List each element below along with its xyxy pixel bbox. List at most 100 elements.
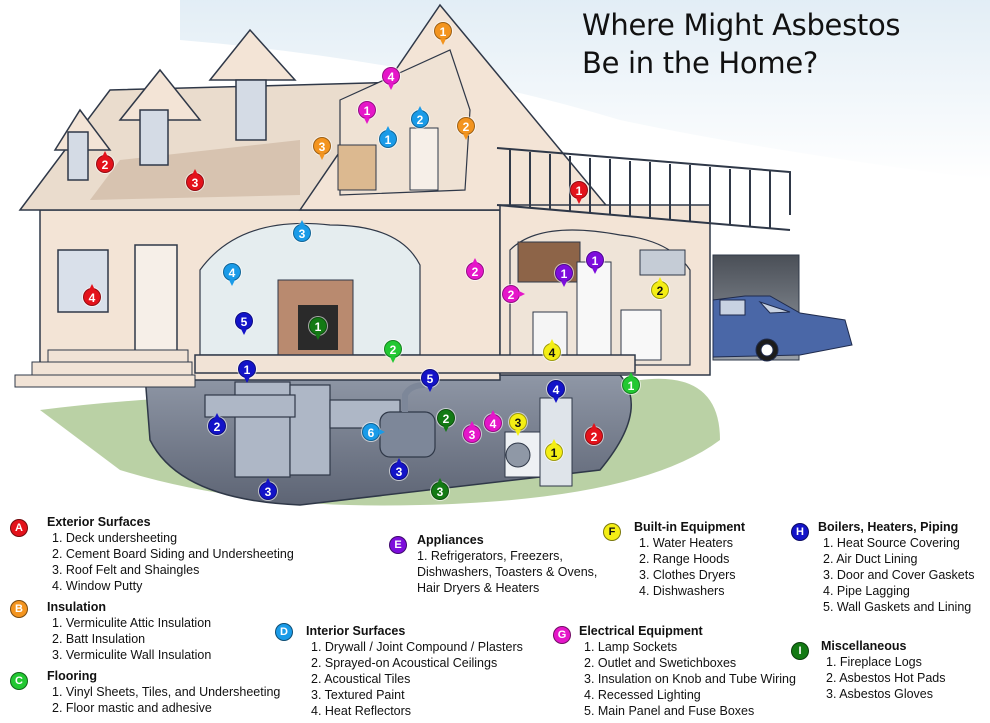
marker-f1-water-heater[interactable]: 1 [545,439,563,461]
legend-item: 1. Drywall / Joint Compound / Plasters [311,640,523,654]
marker-d4-wall[interactable]: 4 [223,263,241,286]
legend-item: 1. Refrigerators, Freezers, [417,549,563,563]
stove [620,309,662,361]
legend-item: 2. Asbestos Hot Pads [826,671,946,685]
legend-item: 4. Dishwashers [639,584,725,598]
front-window [57,249,109,313]
legend-item: 3. Vermiculite Wall Insulation [52,648,212,662]
legend-heading: Appliances [417,533,484,547]
marker-i3-gloves[interactable]: 3 [431,478,449,500]
legend-item: 3. Asbestos Gloves [826,687,934,701]
legend-group-f: F Built-in Equipment 1. Water Heaters 2.… [603,519,745,599]
marker-h5-boiler-pipe[interactable]: 5 [421,369,439,392]
legend-item: 1. Fireplace Logs [826,655,922,669]
marker-d3-ceiling[interactable]: 3 [293,220,311,242]
category-badge-c: C [10,672,28,690]
category-badge-f: F [603,523,621,541]
marker-g1-lamp[interactable]: 1 [358,101,376,124]
marker-g4-ceiling-light[interactable]: 4 [382,67,400,90]
legend-item: 4. Recessed Lighting [584,688,701,702]
marker-h2-duct-lining[interactable]: 2 [208,413,226,435]
range-hood [639,249,686,276]
marker-g3-wiring[interactable]: 3 [463,421,481,443]
legend-group-b: B Insulation 1. Vermiculite Attic Insula… [10,599,211,663]
legend-heading: Flooring [47,669,97,683]
marker-h5-wall-heater[interactable]: 5 [235,312,253,335]
marker-b2-wall-cavity[interactable]: 2 [457,117,475,140]
marker-a4-window[interactable]: 4 [83,284,101,306]
legend-item: 2. Sprayed-on Acoustical Ceilings [311,656,498,670]
legend-item: 2. Cement Board Siding and Undersheeting [52,547,294,561]
category-badge-a: A [10,519,28,537]
category-badge-b: B [10,600,28,618]
marker-h3-furnace-door[interactable]: 3 [259,478,277,500]
legend-item: 2. Air Duct Lining [823,552,918,566]
front-steps [14,349,196,388]
legend-item: 5. Main Panel and Fuse Boxes [584,704,755,718]
marker-g4-basement-light[interactable]: 4 [484,410,502,432]
legend-item: Hair Dryers & Heaters [417,581,540,595]
category-badge-d: D [275,623,293,641]
marker-f3-dryer[interactable]: 3 [509,413,527,436]
title-line-2: Be in the Home? [582,46,818,80]
legend-item: 1. Deck undersheeting [52,531,178,545]
car [712,295,853,362]
marker-a2-foundation[interactable]: 2 [585,423,603,445]
upper-cabinets [517,241,581,283]
furnace-ducts [204,381,401,478]
marker-b1-attic[interactable]: 1 [434,22,452,45]
legend-group-g: G Electrical Equipment 1. Lamp Sockets 2… [553,623,796,719]
legend-group-a: A Exterior Surfaces 1. Deck undersheetin… [10,514,294,594]
marker-f2-range-hood[interactable]: 2 [651,277,669,299]
marker-g2-outlet[interactable]: 2 [502,285,525,303]
legend-heading: Boilers, Heaters, Piping [818,520,959,534]
marker-a2-siding[interactable]: 2 [96,151,114,173]
marker-d2-ceiling[interactable]: 2 [411,106,429,128]
category-badge-g: G [553,626,571,644]
marker-a1-deck[interactable]: 1 [570,181,588,204]
marker-d1-wall[interactable]: 1 [379,126,397,148]
legend-item: 2. Batt Insulation [52,632,146,646]
legend-item: 2. Acoustical Tiles [311,672,411,686]
house-illustration: Where Might Asbestos Be in the Home? 1 4… [14,0,990,506]
legend-item: 4. Window Putty [52,579,143,593]
category-badge-h: H [791,523,809,541]
dryer-door [505,442,531,468]
marker-i1-fireplace[interactable]: 1 [309,317,327,340]
page-title: Where Might Asbestos Be in the Home? [582,6,982,82]
legend-group-i: I Miscellaneous 1. Fireplace Logs 2. Asb… [791,638,946,702]
category-badge-e: E [389,536,407,554]
legend-item: 1. Vinyl Sheets, Tiles, and Undersheetin… [52,685,281,699]
marker-c1-kitchen-floor[interactable]: 1 [622,372,640,394]
legend-heading: Built-in Equipment [634,520,746,534]
dresser [337,144,377,191]
legend-item: 1. Heat Source Covering [823,536,960,550]
marker-f4-dishwasher[interactable]: 4 [543,339,561,361]
legend-item: 1. Vermiculite Attic Insulation [52,616,212,630]
refrigerator [576,261,612,358]
marker-i2-boiler-top[interactable]: 2 [437,409,455,432]
legend-group-h: H Boilers, Heaters, Piping 1. Heat Sourc… [791,519,974,615]
marker-a3-shingles[interactable]: 3 [186,169,204,191]
legend-group-e: E Appliances 1. Refrigerators, Freezers,… [389,532,597,596]
legend-item: 3. Insulation on Knob and Tube Wiring [584,672,796,686]
marker-b3-side-wall[interactable]: 3 [313,137,331,160]
marker-h4-pipe[interactable]: 4 [547,380,565,403]
legend-heading: Exterior Surfaces [47,515,151,529]
marker-e1-toaster[interactable]: 1 [555,264,573,287]
marker-h3-boiler-door[interactable]: 3 [390,458,408,480]
marker-e1-refrigerator[interactable]: 1 [586,251,604,274]
marker-d6-boiler-side[interactable]: 6 [362,423,385,441]
legend-item: 2. Floor mastic and adhesive [52,701,212,715]
legend-item: 3. Door and Cover Gaskets [823,568,975,582]
legend-heading: Interior Surfaces [306,624,406,638]
legend-heading: Electrical Equipment [579,624,703,638]
legend-item: 3. Clothes Dryers [639,568,736,582]
sky-clouds [180,0,990,180]
marker-h1-air-duct[interactable]: 1 [238,360,256,383]
marker-c2-floor[interactable]: 2 [384,340,402,363]
marker-g2-outdoor-lamp[interactable]: 2 [466,258,484,280]
deck-railing [496,147,791,231]
legend-item: 1. Water Heaters [639,536,734,550]
title-line-1: Where Might Asbestos [582,8,901,42]
